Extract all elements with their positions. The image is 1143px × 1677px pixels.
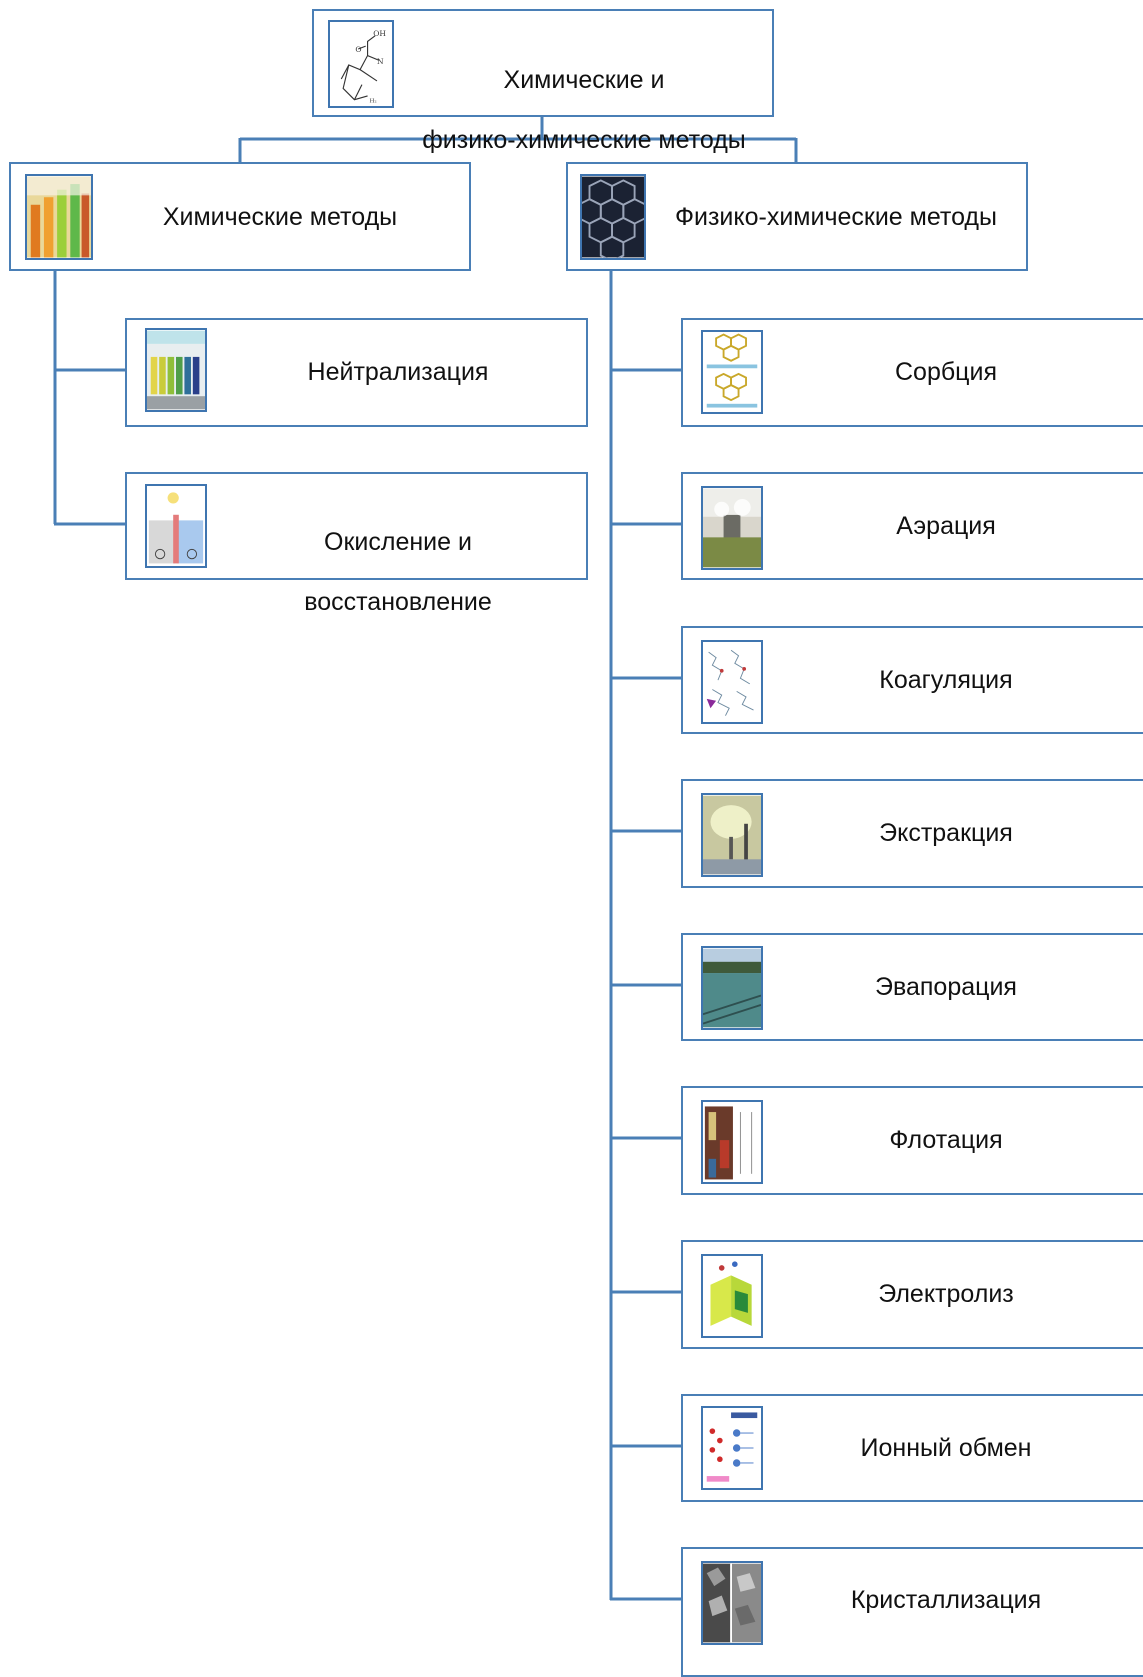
svg-text:H₂: H₂ <box>369 99 376 105</box>
node-coagulation: Коагуляция <box>681 626 1143 734</box>
node-flotation: Флотация <box>681 1086 1143 1195</box>
node-evaporation: Эвапорация <box>681 933 1143 1041</box>
crystallization-icon <box>701 1561 763 1645</box>
node-coagulation-label: Коагуляция <box>879 666 1013 694</box>
extraction-icon <box>701 793 763 877</box>
chemical-structure-icon: OH O N H₂ <box>328 20 394 108</box>
node-aeration-label: Аэрация <box>896 512 996 540</box>
node-evaporation-label: Эвапорация <box>875 973 1017 1001</box>
node-sorption-label: Сорбция <box>894 358 997 386</box>
node-extraction-label: Экстракция <box>879 819 1013 847</box>
branch-physchem-methods-label: Физико-химические методы <box>675 203 997 231</box>
ion-exchange-icon <box>701 1406 763 1490</box>
node-electrolysis: Электролиз <box>681 1240 1143 1349</box>
redox-cell-icon <box>145 484 207 568</box>
node-aeration: Аэрация <box>681 472 1143 580</box>
node-ion-exchange-label: Ионный обмен <box>860 1434 1032 1462</box>
sorption-icon <box>701 330 763 414</box>
test-tubes-icon <box>25 174 93 260</box>
evaporation-icon <box>701 946 763 1030</box>
aeration-icon <box>701 486 763 570</box>
node-oxidation-reduction: Окисление и восстановление <box>125 472 588 616</box>
node-flotation-label: Флотация <box>889 1126 1003 1154</box>
svg-text:O: O <box>355 45 361 54</box>
node-oxidation-reduction-label: Окисление и восстановление <box>209 497 587 647</box>
node-crystallization: Кристаллизация <box>681 1547 1143 1677</box>
root-title-line2: физико-химические методы <box>422 126 746 154</box>
node-oxidation-reduction-line2: восстановление <box>304 588 492 616</box>
coagulation-icon <box>701 640 763 724</box>
root-title: Химические и физико-химические методы <box>394 35 774 185</box>
node-extraction: Экстракция <box>681 779 1143 888</box>
branch-chemical-methods: Химические методы <box>9 162 471 271</box>
root-node: OH O N H₂ Химические и физико-химические… <box>312 9 774 154</box>
node-crystallization-label: Кристаллизация <box>850 1586 1042 1614</box>
svg-text:N: N <box>377 57 384 66</box>
branch-physchem-methods: Физико-химические методы <box>566 162 1028 271</box>
svg-text:OH: OH <box>373 29 386 38</box>
node-electrolysis-label: Электролиз <box>878 1280 1014 1308</box>
carbon-mesh-icon <box>580 174 646 260</box>
root-title-line1: Химические и <box>503 66 665 94</box>
branch-chemical-methods-label: Химические методы <box>162 203 398 231</box>
node-neutralization: Нейтрализация <box>125 318 588 427</box>
flotation-icon <box>701 1100 763 1184</box>
node-sorption: Сорбция <box>681 318 1143 427</box>
node-neutralization-label: Нейтрализация <box>307 358 489 386</box>
node-ion-exchange: Ионный обмен <box>681 1394 1143 1502</box>
node-oxidation-reduction-line1: Окисление и <box>324 528 472 556</box>
electrolysis-icon <box>701 1254 763 1338</box>
ph-strips-icon <box>145 328 207 412</box>
